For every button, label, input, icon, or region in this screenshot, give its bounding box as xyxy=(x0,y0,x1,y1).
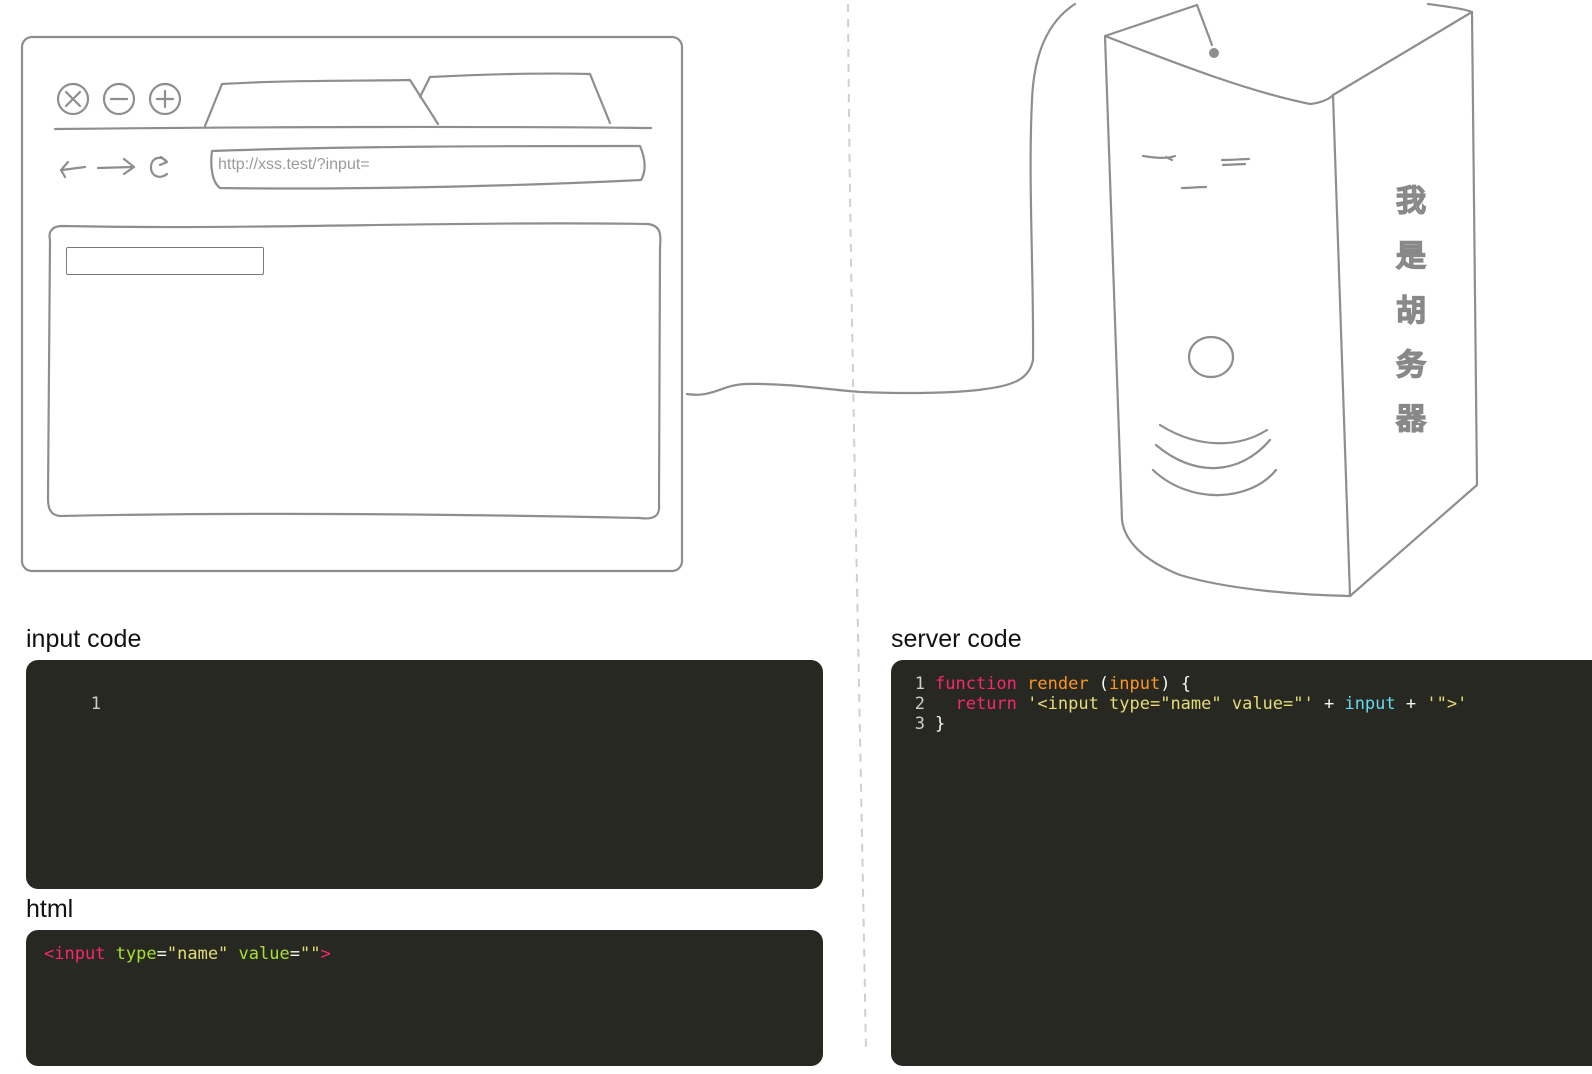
code-token xyxy=(935,694,955,714)
code-token: + xyxy=(1313,694,1345,714)
code-token: input xyxy=(1344,694,1396,714)
server-face-eye-right xyxy=(1220,157,1251,167)
reload-icon[interactable] xyxy=(149,155,169,178)
address-bar-outline[interactable] xyxy=(210,144,646,190)
html-token: = xyxy=(289,944,300,964)
back-arrow-icon[interactable] xyxy=(59,160,87,179)
code-token: '<input type="name" value="' xyxy=(1027,694,1314,714)
code-line: 1 xyxy=(34,674,823,714)
server-label-char: 我 xyxy=(1395,183,1426,219)
browser-tab-2[interactable] xyxy=(418,72,612,125)
server-label-char: 器 xyxy=(1395,401,1426,437)
server-top-edge xyxy=(1103,2,1474,38)
server-code-title: server code xyxy=(891,625,1022,653)
html-token: <input xyxy=(44,944,106,964)
minimize-icon[interactable] xyxy=(102,82,136,116)
code-token xyxy=(1017,674,1027,694)
server-side-face xyxy=(1331,10,1479,598)
server-label-char: 是 xyxy=(1395,238,1426,274)
html-token: > xyxy=(320,944,331,964)
page-viewport xyxy=(46,222,662,520)
code-token: } xyxy=(935,714,946,734)
divider-line xyxy=(847,3,867,1053)
server-power-cord xyxy=(1195,3,1214,47)
line-number: 3 xyxy=(914,714,925,734)
line-number: 1 xyxy=(914,674,925,694)
code-token: '">' xyxy=(1426,694,1468,714)
input-code-title: input code xyxy=(26,625,142,653)
tab-strip-line xyxy=(53,125,653,131)
line-number: 1 xyxy=(90,694,101,714)
code-token: function xyxy=(935,674,1017,694)
forward-arrow-icon[interactable] xyxy=(96,157,136,176)
code-line: 2 return '<input type="name" value="' + … xyxy=(899,694,1592,714)
page-text-input[interactable] xyxy=(66,247,264,275)
server-face-nose xyxy=(1180,185,1208,190)
code-line: 1 function render (input) { xyxy=(899,674,1592,694)
server-face-mouth xyxy=(1187,335,1235,379)
server-face-eye-left xyxy=(1141,154,1177,162)
close-icon[interactable] xyxy=(56,82,90,116)
code-token: render xyxy=(1027,674,1089,694)
address-bar-url: http://xss.test/?input= xyxy=(218,156,370,173)
html-output-panel: <input type="name" value=""> xyxy=(26,930,823,1066)
server-label-char: 胡 xyxy=(1395,293,1426,329)
html-output-line: <input type="name" value=""> xyxy=(44,944,823,964)
line-number: 2 xyxy=(914,694,925,714)
html-token: value xyxy=(238,944,290,964)
server-sound-waves xyxy=(1151,423,1278,497)
html-token xyxy=(105,944,115,964)
code-token xyxy=(1017,694,1027,714)
code-token: ( xyxy=(1088,674,1110,694)
server-plug xyxy=(1209,48,1219,58)
html-output-title: html xyxy=(26,895,74,923)
network-cable xyxy=(685,2,1077,396)
input-code-editor[interactable]: 1 xyxy=(26,660,823,889)
html-token: = xyxy=(156,944,167,964)
html-token: type xyxy=(115,944,157,964)
browser-tab-1[interactable] xyxy=(203,78,440,128)
html-token xyxy=(228,944,238,964)
server-label-char: 务 xyxy=(1395,347,1426,383)
server-front-face xyxy=(1103,34,1352,598)
html-token: "" xyxy=(299,944,321,964)
html-token: "name" xyxy=(166,944,229,964)
code-token: return xyxy=(955,694,1017,714)
maximize-icon[interactable] xyxy=(148,82,182,116)
code-token: input xyxy=(1109,674,1161,694)
code-token: ) { xyxy=(1160,674,1191,694)
browser-window-frame xyxy=(20,35,684,573)
code-token: + xyxy=(1395,694,1427,714)
code-line: 3} xyxy=(899,714,1592,734)
